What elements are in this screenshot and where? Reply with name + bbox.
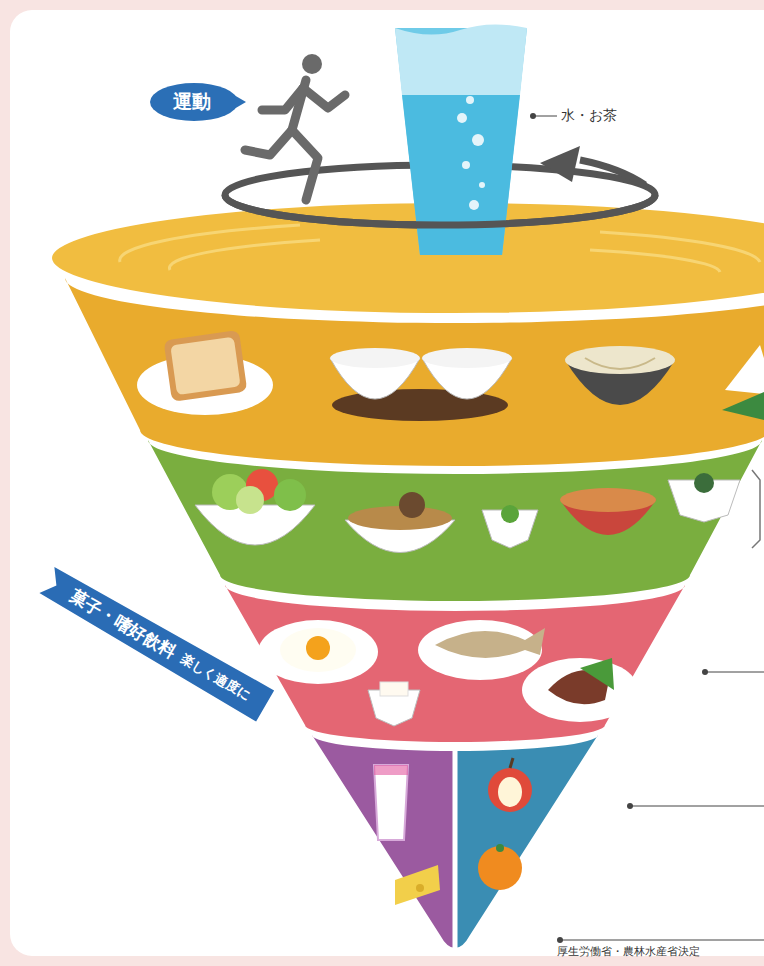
bubble-shape [150,83,238,121]
ribbon-shape [38,564,274,721]
node-heading: 運動 [173,89,211,115]
node-texts: 運動 [150,82,246,122]
source-note: 厚生労働省・農林水産省決定 [557,944,700,959]
callout-label: 水・お茶 [561,107,617,125]
bubble-tail [234,95,246,109]
speech-bubble: 運動 [150,82,246,122]
